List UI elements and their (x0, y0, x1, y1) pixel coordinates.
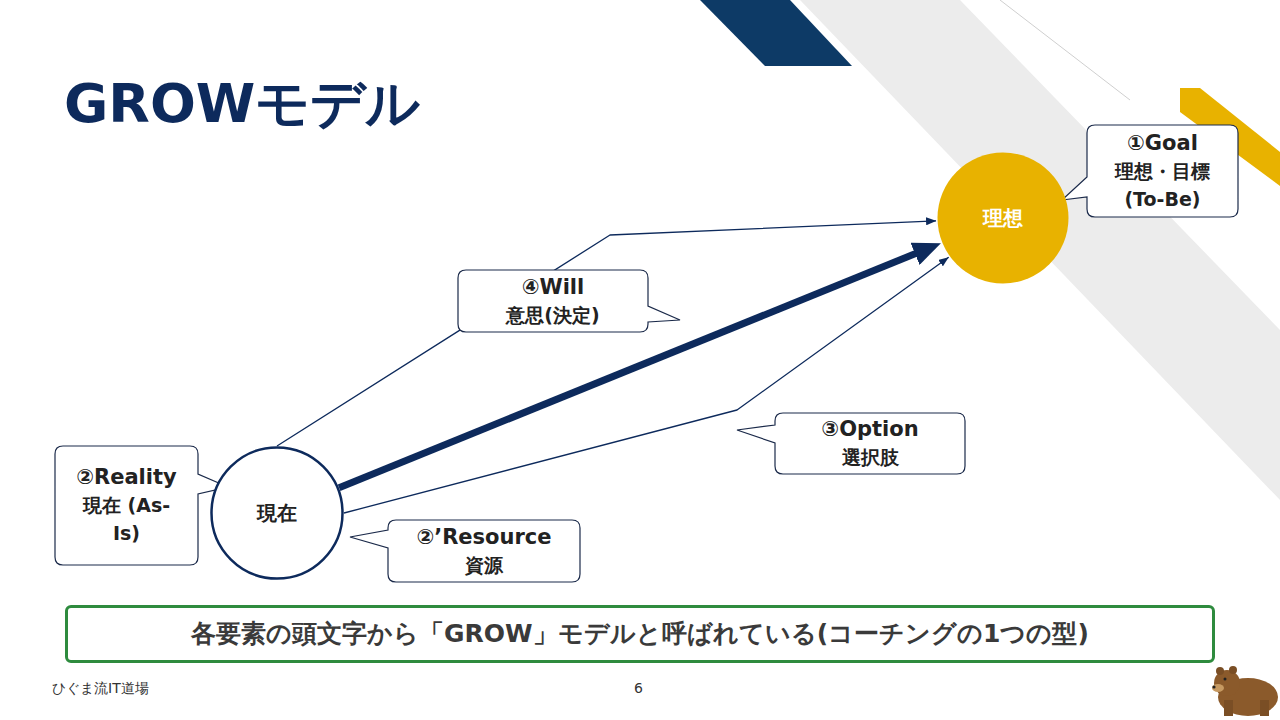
callout-shape (737, 413, 965, 474)
bear-ear (1229, 666, 1237, 674)
node-heading: ④Will (522, 274, 585, 301)
bear-nose (1212, 685, 1215, 688)
thin-stripe (1000, 0, 1130, 100)
node-heading: 理想 (983, 205, 1023, 231)
node-body: 選択肢 (842, 443, 899, 471)
callout-shape (1062, 125, 1238, 217)
node-heading: ③Option (821, 416, 918, 443)
node-heading: 各要素の頭文字から「GROW」モデルと呼ばれている(コーチングの1つの型) (191, 618, 1089, 650)
reality-callout: ②Reality現在 (As-Is) (55, 446, 198, 565)
goal-circle: 理想 (936, 151, 1070, 285)
node-body: 資源 (465, 551, 503, 579)
page-number: 6 (634, 679, 643, 697)
connector (344, 257, 949, 513)
circle-shape (938, 153, 1069, 284)
node-heading: ②Reality (76, 464, 177, 491)
node-heading: ①Goal (1127, 130, 1198, 157)
bear-leg (1224, 700, 1233, 716)
bear-ear (1216, 667, 1224, 675)
goal-callout: ①Goal理想・目標 (To-Be) (1087, 125, 1238, 217)
current-circle: 現在 (210, 446, 344, 580)
bear-illustration (1212, 666, 1278, 716)
node-body: 現在 (As-Is) (73, 491, 180, 547)
node-body: 意思(決定) (506, 301, 599, 329)
slide-title: GROWモデル (64, 72, 420, 136)
option-callout: ③Option選択肢 (775, 413, 965, 474)
circle-shape (212, 448, 343, 579)
navy-stripe (700, 0, 852, 66)
summary-box: 各要素の頭文字から「GROW」モデルと呼ばれている(コーチングの1つの型) (65, 605, 1215, 663)
node-heading: 現在 (257, 500, 297, 526)
callout-shape (350, 520, 580, 582)
resource-callout: ②’Resource資源 (388, 520, 580, 582)
node-body: 理想・目標 (To-Be) (1095, 157, 1230, 213)
bear-snout (1212, 684, 1224, 692)
bear-eye (1224, 678, 1227, 681)
connector (277, 221, 936, 446)
bear-leg (1260, 700, 1269, 716)
will-callout: ④Will意思(決定) (458, 270, 648, 332)
callout-shape (55, 446, 228, 565)
grey-band (800, 0, 1280, 500)
callout-shape (458, 270, 680, 332)
node-heading: ②’Resource (416, 524, 551, 551)
footer-text: ひぐま流IT道場 (52, 679, 149, 697)
